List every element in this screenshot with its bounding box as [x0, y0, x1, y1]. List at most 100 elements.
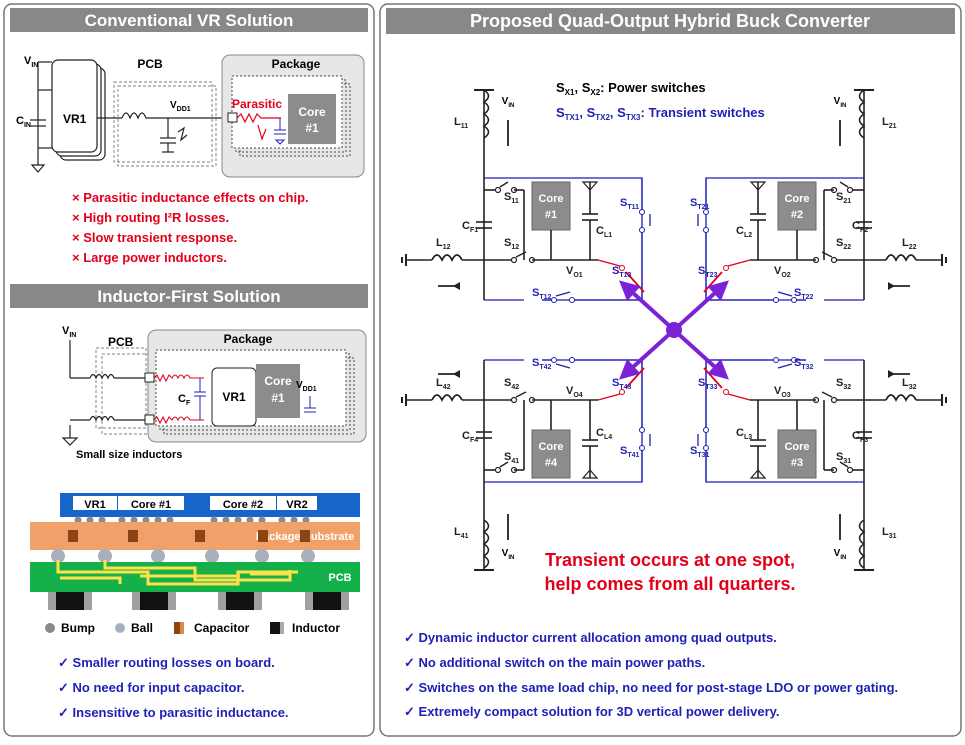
conv-parasitic-label: Parasitic: [232, 97, 282, 111]
bump: [278, 516, 286, 524]
ball: [255, 549, 269, 563]
component-label: L31: [882, 526, 897, 540]
component-label: ST11: [620, 197, 639, 211]
component-label: ST43: [612, 377, 632, 391]
legend-inductor: Inductor: [292, 621, 340, 635]
component-label: S21: [836, 191, 851, 205]
core-label: Core: [538, 441, 563, 453]
component-label: VO1: [566, 265, 583, 279]
check-text: No need for input capacitor.: [73, 680, 245, 695]
ball-row: [51, 549, 315, 563]
svg-text:✓ Smaller routing losses on bo: ✓ Smaller routing losses on board.: [58, 655, 275, 670]
bump: [142, 516, 150, 524]
vin-label: VIN: [834, 548, 847, 561]
quadrant-core-2: VINL21L22CF2S21S22VO2Core#2CL2ST21ST22ST…: [690, 89, 947, 303]
svg-text:× Parasitic inductance effects: × Parasitic inductance effects on chip.: [72, 190, 309, 205]
component-label: ST41: [620, 445, 640, 459]
component-label: S42: [504, 377, 519, 391]
capacitor: [68, 530, 78, 542]
inductor-first-title: Inductor-First Solution: [97, 287, 280, 306]
component-label: ST22: [794, 287, 814, 301]
core-block: [531, 181, 571, 231]
component-label: S11: [504, 191, 519, 205]
bullet-text: Large power inductors.: [83, 250, 227, 265]
legend-transient-switches: STX1, STX2, STX3: Transient switches: [556, 105, 765, 122]
ball: [205, 549, 219, 563]
ball: [301, 549, 315, 563]
if-pcb-label: PCB: [108, 335, 134, 349]
component-label: L11: [454, 116, 468, 130]
if-vdd1-label: VDD1: [296, 380, 317, 393]
right-header: [386, 8, 955, 34]
component-label: VO4: [566, 385, 583, 399]
bump: [118, 516, 126, 524]
conv-cin-label: CIN: [16, 115, 31, 129]
quadrant-core-1: VINL11L12CF1S11S12VO1Core#1CL1ST11ST12ST…: [401, 89, 651, 303]
ball: [98, 549, 112, 563]
bump: [86, 516, 94, 524]
right-panel: Proposed Quad-Output Hybrid Buck Convert…: [379, 3, 962, 737]
bump: [74, 516, 82, 524]
legend-bump: Bump: [61, 621, 95, 635]
component-label: ST23: [698, 265, 718, 279]
ball: [151, 549, 165, 563]
bump: [246, 516, 254, 524]
stack-chip-label: Core #2: [223, 499, 263, 511]
component-label: S22: [836, 237, 851, 251]
core-label: Core: [538, 193, 563, 205]
bump: [166, 516, 174, 524]
svg-text:✓ Extremely compact solution f: ✓ Extremely compact solution for 3D vert…: [404, 704, 780, 719]
component-label: CL2: [736, 225, 752, 239]
conv-core-block: [288, 94, 336, 144]
conventional-header: [10, 8, 368, 32]
bump: [258, 516, 266, 524]
conv-vin-label: VIN: [24, 55, 38, 69]
bullet-text: High routing I²R losses.: [83, 210, 229, 225]
bump: [290, 516, 298, 524]
component-label: L21: [882, 116, 897, 130]
conv-pcb-label: PCB: [137, 57, 163, 71]
component-label: ST12: [532, 287, 552, 301]
legend-power-switches: SX1, SX2: Power switches: [556, 80, 706, 97]
svg-text:✓ Switches on the same load ch: ✓ Switches on the same load chip, no nee…: [404, 680, 898, 695]
conventional-bullets: × Parasitic inductance effects on chip. …: [72, 190, 309, 265]
bullet-text: Slow transient response.: [83, 230, 237, 245]
if-package-label: Package: [224, 332, 273, 346]
core-label: Core: [784, 441, 809, 453]
component-label: L22: [902, 237, 917, 251]
core-block: [777, 181, 817, 231]
core-block: [777, 429, 817, 479]
vin-label: VIN: [502, 548, 515, 561]
conventional-circuit: [30, 59, 232, 173]
check-text: Switches on the same load chip, no need …: [419, 680, 899, 695]
svg-text:× Slow transient response.: × Slow transient response.: [72, 230, 237, 245]
svg-text:× Large power inductors.: × Large power inductors.: [72, 250, 227, 265]
bullet-text: Parasitic inductance effects on chip.: [83, 190, 308, 205]
component-label: CL1: [596, 225, 612, 239]
component-label: VO3: [774, 385, 791, 399]
inductor-first-circuit: [61, 340, 153, 446]
bump: [130, 516, 138, 524]
capacitor: [300, 530, 310, 542]
hybrid-checks: ✓ Dynamic inductor current allocation am…: [404, 630, 898, 719]
component-label: CF1: [462, 220, 478, 234]
conv-core-label: Core: [298, 105, 326, 119]
check-text: Insensitive to parasitic inductance.: [73, 705, 289, 720]
component-label: CF3: [852, 430, 868, 444]
core-num: #2: [791, 209, 803, 221]
svg-text:✓ Dynamic inductor current all: ✓ Dynamic inductor current allocation am…: [404, 630, 777, 645]
component-label: CL3: [736, 427, 752, 441]
conv-vr1-label: VR1: [63, 112, 87, 126]
core-block: [531, 429, 571, 479]
core-label: Core: [784, 193, 809, 205]
center-node: [619, 280, 729, 380]
check-text: Extremely compact solution for 3D vertic…: [419, 704, 780, 719]
svg-text:✓ Insensitive to parasitic ind: ✓ Insensitive to parasitic inductance.: [58, 705, 289, 720]
if-core-block: [256, 364, 300, 418]
if-core-label: Core: [264, 374, 292, 388]
if-vin-label: VIN: [62, 325, 76, 339]
component-label: ST33: [698, 377, 718, 391]
svg-text:✓ No additional switch on the: ✓ No additional switch on the main power…: [404, 655, 705, 670]
component-label: ST13: [612, 265, 632, 279]
